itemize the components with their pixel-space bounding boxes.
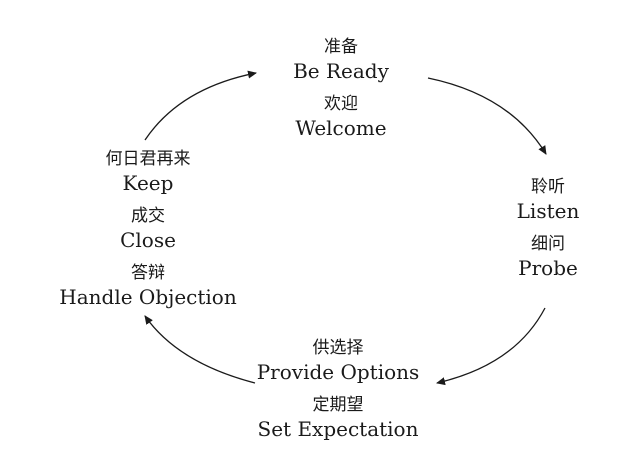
stage-right: 聆听 Listen 细问 Probe bbox=[517, 176, 580, 281]
stage-label-en: Welcome bbox=[295, 116, 387, 140]
stage-label-en: Be Ready bbox=[293, 59, 389, 83]
arrow-right-to-bottom bbox=[436, 307, 546, 386]
arrow-bottom-to-left bbox=[144, 315, 256, 384]
stage-label-en: Provide Options bbox=[256, 360, 420, 384]
stage-label-en: Set Expectation bbox=[257, 417, 419, 441]
stage-top: 准备 Be Ready 欢迎 Welcome bbox=[293, 36, 389, 141]
stage-label-en: Probe bbox=[518, 256, 578, 280]
stage-label-zh: 何日君再来 bbox=[105, 149, 191, 169]
stage-bottom: 供选择 Provide Options 定期望 Set Expectation bbox=[257, 337, 420, 442]
stage-label-zh: 定期望 bbox=[312, 395, 364, 415]
stage-label-en: Listen bbox=[516, 199, 580, 223]
stage-label-zh: 准备 bbox=[324, 37, 358, 57]
stage-label-zh: 答辩 bbox=[131, 263, 165, 283]
stage-label-zh: 成交 bbox=[131, 206, 165, 226]
stage-label-zh: 欢迎 bbox=[324, 94, 358, 114]
stage-label-zh: 供选择 bbox=[312, 338, 364, 358]
stage-label-en: Close bbox=[120, 228, 176, 252]
stage-left: 何日君再来 Keep 成交 Close 答辩 Handle Objection bbox=[59, 148, 236, 310]
stage-label-en: Keep bbox=[122, 171, 174, 195]
stage-label-zh: 聆听 bbox=[530, 177, 565, 197]
arrow-left-to-top bbox=[144, 70, 257, 141]
stage-label-en: Handle Objection bbox=[59, 285, 237, 309]
arrow-top-to-right bbox=[427, 77, 547, 155]
stage-label-zh: 细问 bbox=[530, 234, 565, 254]
